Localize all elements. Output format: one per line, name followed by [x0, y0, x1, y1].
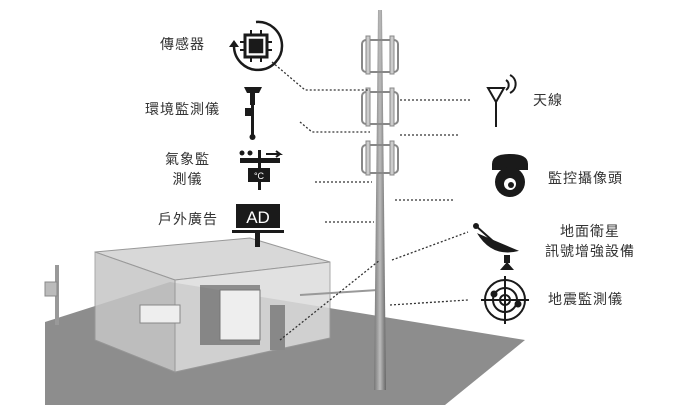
seismic-radar-icon [481, 276, 529, 324]
label-weather-line2: 測儀 [172, 172, 203, 188]
billboard-icon: AD [232, 204, 284, 247]
label-camera: 監控攝像頭 [548, 171, 623, 187]
ad-label: AD [246, 208, 270, 227]
equipment-building [94, 237, 331, 373]
label-antenna: 天線 [533, 93, 563, 109]
label-satellite-line1: 地面衛星 [560, 224, 620, 240]
satellite-dish-icon [473, 223, 520, 270]
label-outdoor-ad: 戶外廣告 [158, 212, 218, 228]
leader-lines [271, 61, 470, 341]
cell-tower [374, 10, 386, 390]
label-satellite: 地面衛星 訊號增強設備 [545, 222, 635, 262]
label-environment-monitor: 環境監測儀 [145, 102, 220, 118]
label-satellite-line2: 訊號增強設備 [545, 244, 635, 260]
label-seismic: 地震監測儀 [548, 292, 623, 308]
antenna-icon [486, 74, 517, 127]
environment-monitor-icon [244, 87, 262, 140]
temp-label: °C [254, 171, 265, 181]
camera-icon [492, 154, 528, 197]
label-weather-line1: 氣象監 [165, 152, 210, 168]
weather-station-icon: °C [239, 150, 283, 190]
antenna-clusters [361, 35, 399, 176]
sensor-icon [229, 20, 284, 72]
label-sensor: 傳感器 [160, 37, 205, 53]
label-weather-station: 氣象監 測儀 [165, 150, 210, 190]
